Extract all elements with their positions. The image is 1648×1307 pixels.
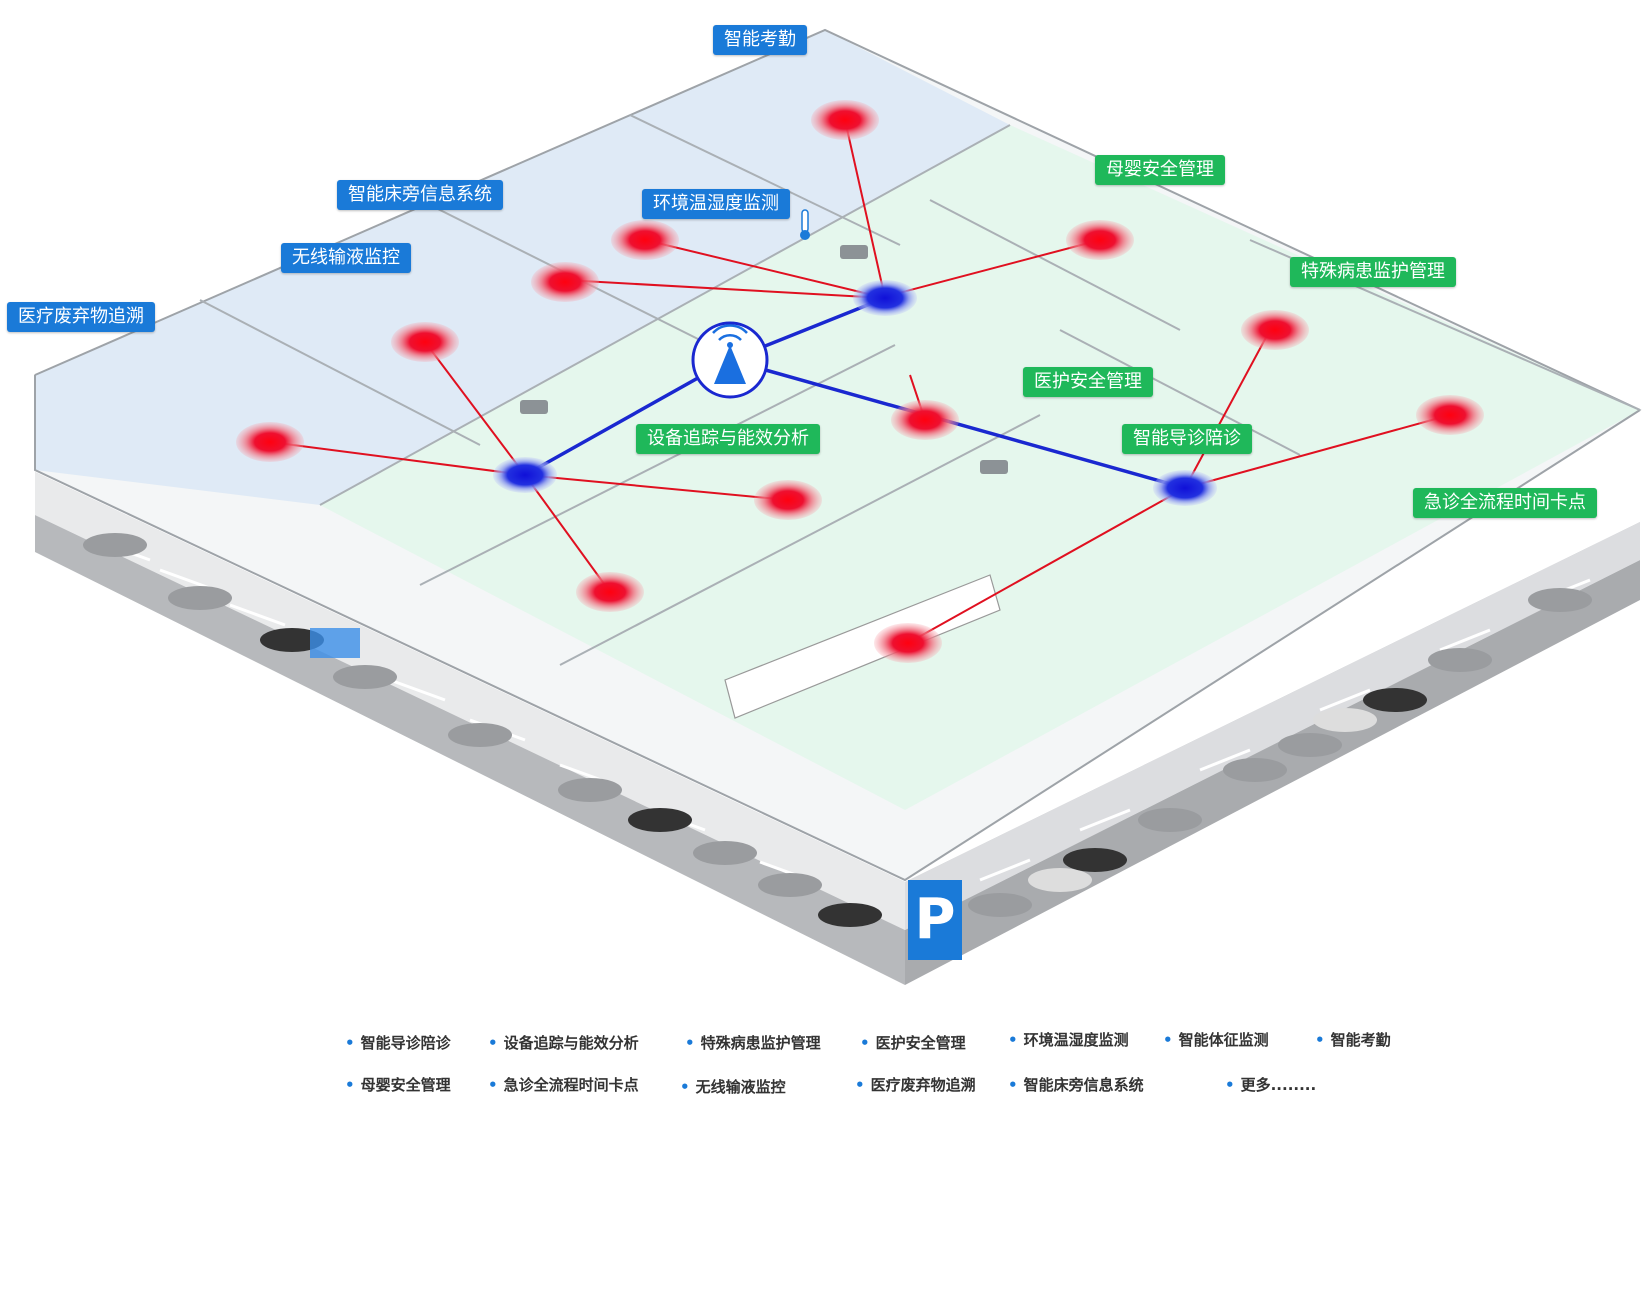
label-special-patient: 特殊病患监护管理 (1290, 257, 1456, 287)
wifi-antenna-icon (691, 321, 769, 399)
legend-item: •智能导诊陪诊 (345, 1034, 451, 1052)
thermometer-icon (800, 209, 810, 240)
label-med-safety: 医护安全管理 (1023, 367, 1153, 397)
gateway-nodes (493, 280, 1217, 506)
sensor-node (891, 400, 959, 440)
highlight-parking-spot (310, 628, 360, 658)
legend-item: •更多........ (1225, 1076, 1317, 1094)
label-bedside: 智能床旁信息系统 (337, 180, 503, 210)
camera-icon (520, 245, 1008, 474)
sensor-node (874, 623, 942, 663)
label-infusion: 无线输液监控 (281, 243, 411, 273)
label-mother-baby: 母婴安全管理 (1095, 155, 1225, 185)
legend-item: •智能考勤 (1315, 1031, 1391, 1049)
sensor-node (531, 262, 599, 302)
label-waste: 医疗废弃物追溯 (7, 302, 155, 332)
label-guide: 智能导诊陪诊 (1122, 424, 1252, 454)
legend-item: •环境温湿度监测 (1008, 1031, 1129, 1049)
sensor-node (811, 100, 879, 140)
sensor-node (576, 572, 644, 612)
gateway-node (1153, 470, 1217, 506)
sensor-node (1066, 220, 1134, 260)
legend-item: •医疗废弃物追溯 (855, 1076, 976, 1094)
label-equipment: 设备追踪与能效分析 (636, 424, 820, 454)
legend-item: •智能体征监测 (1163, 1031, 1269, 1049)
sensor-node (236, 422, 304, 462)
label-env-monitor: 环境温湿度监测 (642, 189, 790, 219)
legend-item: •智能床旁信息系统 (1008, 1076, 1144, 1094)
sensor-node (1416, 395, 1484, 435)
car-icon (83, 533, 882, 927)
legend-item: •无线输液监控 (680, 1078, 786, 1096)
legend-item: •急诊全流程时间卡点 (488, 1076, 639, 1094)
sensor-node (391, 322, 459, 362)
label-attendance: 智能考勤 (713, 25, 807, 55)
parking-sign: P (908, 880, 962, 960)
feature-legend: •智能导诊陪诊 •设备追踪与能效分析 •特殊病患监护管理 •医护安全管理 •环境… (340, 1031, 1440, 1142)
legend-item: •母婴安全管理 (345, 1076, 451, 1094)
sensor-nodes (236, 100, 1484, 663)
parking-level (35, 472, 1640, 985)
legend-item: •特殊病患监护管理 (685, 1034, 821, 1052)
legend-item: •医护安全管理 (860, 1034, 966, 1052)
sensor-node (754, 480, 822, 520)
sensor-node (1241, 310, 1309, 350)
sensor-node (611, 220, 679, 260)
gateway-node (493, 457, 557, 493)
gateway-node (853, 280, 917, 316)
legend-item: •设备追踪与能效分析 (488, 1034, 639, 1052)
label-emergency: 急诊全流程时间卡点 (1413, 488, 1597, 518)
car-icon (968, 588, 1592, 917)
